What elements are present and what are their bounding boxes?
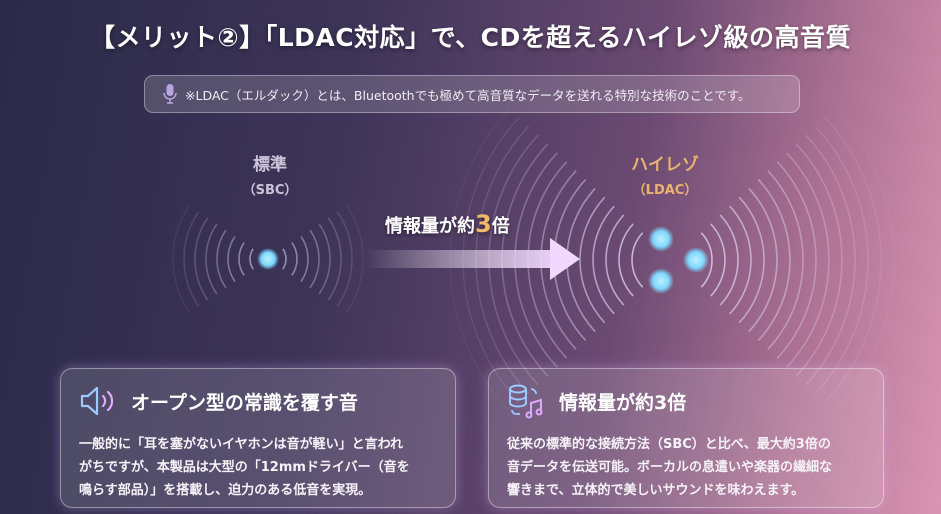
sound-wave-ring: [618, 223, 634, 297]
sound-wave-ring: [318, 223, 331, 295]
multiplier-label: 情報量が約3倍: [385, 210, 510, 238]
sound-wave-ring: [216, 229, 227, 289]
ldac-dot: [648, 226, 674, 252]
sound-wave-ring: [238, 242, 245, 276]
feature-card-open-sound: オープン型の常識を覆す音 一般的に「耳を塞がないイヤホンは音が軽い」と言われがち…: [60, 368, 456, 508]
sound-wave-ring: [291, 242, 298, 276]
card-text-line: 響きまで、立体的で美しいサウンドを味わえます。: [507, 483, 805, 498]
sound-wave-ring: [776, 161, 817, 359]
arrow-head: [550, 238, 580, 280]
speaker-icon: [80, 386, 114, 416]
standard-label: 標準 （SBC）: [220, 150, 320, 198]
sound-wave-ring: [336, 211, 353, 307]
sound-wave-ring: [729, 205, 752, 315]
sound-wave-ring: [605, 214, 625, 306]
sound-wave-ring: [309, 229, 320, 289]
sound-wave-ring: [786, 152, 830, 368]
sound-wave-ring: [345, 204, 364, 314]
sound-wave-ring: [579, 196, 606, 324]
multiplier-suffix: 倍: [491, 216, 510, 237]
data-music-icon: [509, 384, 543, 419]
sound-wave-ring: [249, 248, 254, 270]
card-text-line: 一般的に「耳を塞がないイヤホンは音が軽い」と言われ: [79, 437, 403, 452]
hires-codec: （LDAC）: [632, 183, 698, 198]
sound-wave-ring: [172, 204, 191, 314]
card-text-line: 音データを伝送可能。ボーカルの息遣いや楽器の繊細な: [507, 460, 833, 475]
sbc-dot: [257, 248, 279, 270]
sound-wave-ring: [700, 232, 713, 288]
card-title: オープン型の常識を覆す音: [131, 391, 358, 414]
standard-codec: （SBC）: [242, 183, 298, 198]
card-title: 情報量が約3倍: [559, 391, 687, 414]
sound-wave-ring: [833, 108, 895, 412]
sound-wave-ring: [227, 235, 236, 283]
hires-label: ハイレゾ （LDAC）: [610, 150, 720, 198]
sound-wave-ring: [327, 217, 342, 301]
multiplier-prefix: 情報量が約: [385, 216, 475, 237]
sound-wave-ring: [710, 223, 726, 297]
sound-wave-ring: [748, 187, 778, 333]
note-text: ※LDAC（エルダック）とは、Bluetoothでも極めて高音質なデータを送れる…: [185, 87, 751, 103]
arrow-shaft: [365, 250, 555, 268]
sound-wave-ring: [194, 217, 209, 301]
sound-wave-ring: [738, 196, 765, 324]
sound-wave-ring: [814, 125, 869, 395]
sound-wave-ring: [282, 248, 287, 270]
sound-wave-ring: [592, 205, 615, 315]
hires-title: ハイレゾ: [631, 155, 699, 175]
sound-wave-ring: [824, 116, 882, 404]
card-text-line: 従来の標準的な接続方法（SBC）と比べ、最大約3倍の: [507, 437, 831, 452]
standard-title: 標準: [253, 155, 287, 175]
sound-wave-ring: [767, 170, 804, 350]
sound-wave-ring: [719, 214, 739, 306]
sound-wave-ring: [631, 232, 644, 288]
microphone-icon: [163, 84, 177, 104]
card-text-line: がちですが、本製品は大型の「12mmドライバー（音を: [79, 460, 410, 475]
multiplier-number: 3: [475, 210, 492, 238]
page-title: 【メリット②】「LDAC対応」で、CDを超えるハイレゾ級の高音質: [90, 23, 851, 52]
sound-wave-ring: [300, 235, 309, 283]
sound-wave-ring: [205, 223, 218, 295]
ldac-dot: [683, 247, 709, 273]
feature-card-data: 情報量が約3倍 従来の標準的な接続方法（SBC）と比べ、最大約3倍の音データを伝…: [488, 368, 884, 508]
ldac-note: ※LDAC（エルダック）とは、Bluetoothでも極めて高音質なデータを送れる…: [144, 75, 800, 113]
sound-wave-ring: [805, 134, 856, 386]
ldac-dot: [648, 268, 674, 294]
sound-wave-ring: [757, 179, 791, 341]
sound-wave-ring: [795, 143, 843, 377]
card-text-line: 鳴らす部品）」を搭載し、迫力のある低音を実現。: [79, 483, 372, 498]
sound-wave-ring: [183, 211, 200, 307]
